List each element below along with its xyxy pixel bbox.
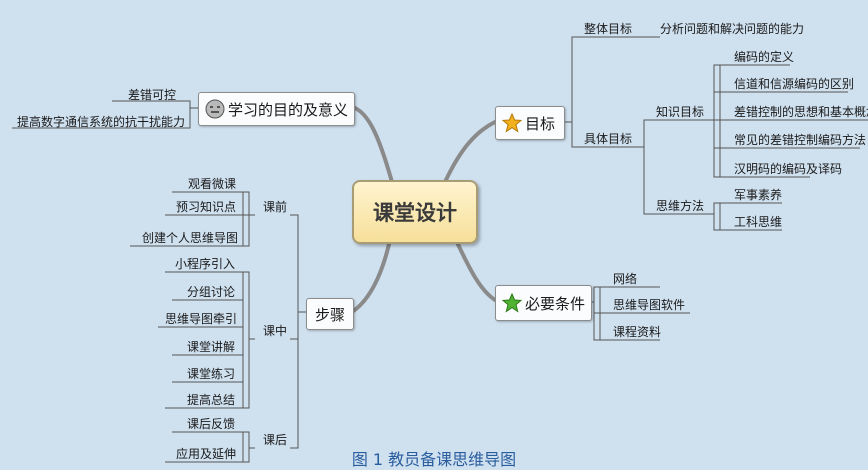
condition-item-0[interactable]: 网络: [613, 272, 638, 286]
steps-before-label[interactable]: 课前: [263, 200, 288, 214]
goals-overall-value[interactable]: 分析问题和解决问题的能力: [660, 22, 805, 36]
knowledge-item-4[interactable]: 汉明码的编码及译码: [734, 162, 843, 176]
branch-steps[interactable]: 步骤: [306, 298, 354, 330]
knowledge-item-1[interactable]: 信道和信源编码的区别: [734, 77, 855, 91]
before-item-1[interactable]: 预习知识点: [176, 200, 237, 214]
steps-after-label[interactable]: 课后: [263, 433, 288, 447]
during-item-5[interactable]: 提高总结: [187, 393, 236, 407]
during-item-2[interactable]: 思维导图牵引: [165, 312, 238, 326]
condition-item-1[interactable]: 思维导图软件: [613, 298, 686, 312]
knowledge-item-2[interactable]: 差错控制的思想和基本概念: [734, 105, 868, 119]
after-item-0[interactable]: 课后反馈: [187, 417, 236, 431]
during-item-1[interactable]: 分组讨论: [187, 285, 236, 299]
central-topic[interactable]: 课堂设计: [352, 180, 478, 244]
thinking-face-icon: [205, 99, 225, 119]
branch-goals[interactable]: 目标: [495, 106, 565, 140]
during-item-0[interactable]: 小程序引入: [175, 257, 236, 271]
goals-knowledge-label[interactable]: 知识目标: [656, 105, 705, 119]
knowledge-item-3[interactable]: 常见的差错控制编码方法: [734, 133, 867, 147]
goals-thinking-label[interactable]: 思维方法: [656, 199, 705, 213]
purpose-item-1[interactable]: 提高数字通信系统的抗干扰能力: [17, 115, 186, 129]
goals-specific-label[interactable]: 具体目标: [584, 132, 633, 146]
purpose-item-0[interactable]: 差错可控: [128, 88, 177, 102]
after-item-1[interactable]: 应用及延伸: [176, 447, 237, 461]
condition-item-2[interactable]: 课程资料: [613, 325, 662, 339]
branch-purpose-label: 学习的目的及意义: [228, 100, 349, 119]
green-star-icon: [501, 292, 523, 313]
branch-goals-label: 目标: [525, 114, 556, 133]
steps-during-label[interactable]: 课中: [263, 324, 288, 338]
before-item-0[interactable]: 观看微课: [188, 177, 237, 191]
thinking-item-1[interactable]: 工科思维: [734, 215, 783, 229]
before-item-2[interactable]: 创建个人思维导图: [142, 231, 239, 245]
during-item-3[interactable]: 课堂讲解: [187, 340, 236, 354]
branch-steps-label: 步骤: [314, 305, 345, 324]
branch-conditions[interactable]: 必要条件: [495, 285, 592, 321]
star-icon: [501, 112, 523, 133]
branch-conditions-label: 必要条件: [525, 294, 586, 313]
during-item-4[interactable]: 课堂练习: [187, 367, 236, 381]
branch-purpose[interactable]: 学习的目的及意义: [198, 92, 355, 126]
thinking-item-0[interactable]: 军事素养: [734, 188, 783, 202]
figure-caption: 图 1 教员备课思维导图: [351, 450, 517, 469]
goals-overall-label[interactable]: 整体目标: [584, 22, 633, 36]
knowledge-item-0[interactable]: 编码的定义: [734, 50, 795, 64]
